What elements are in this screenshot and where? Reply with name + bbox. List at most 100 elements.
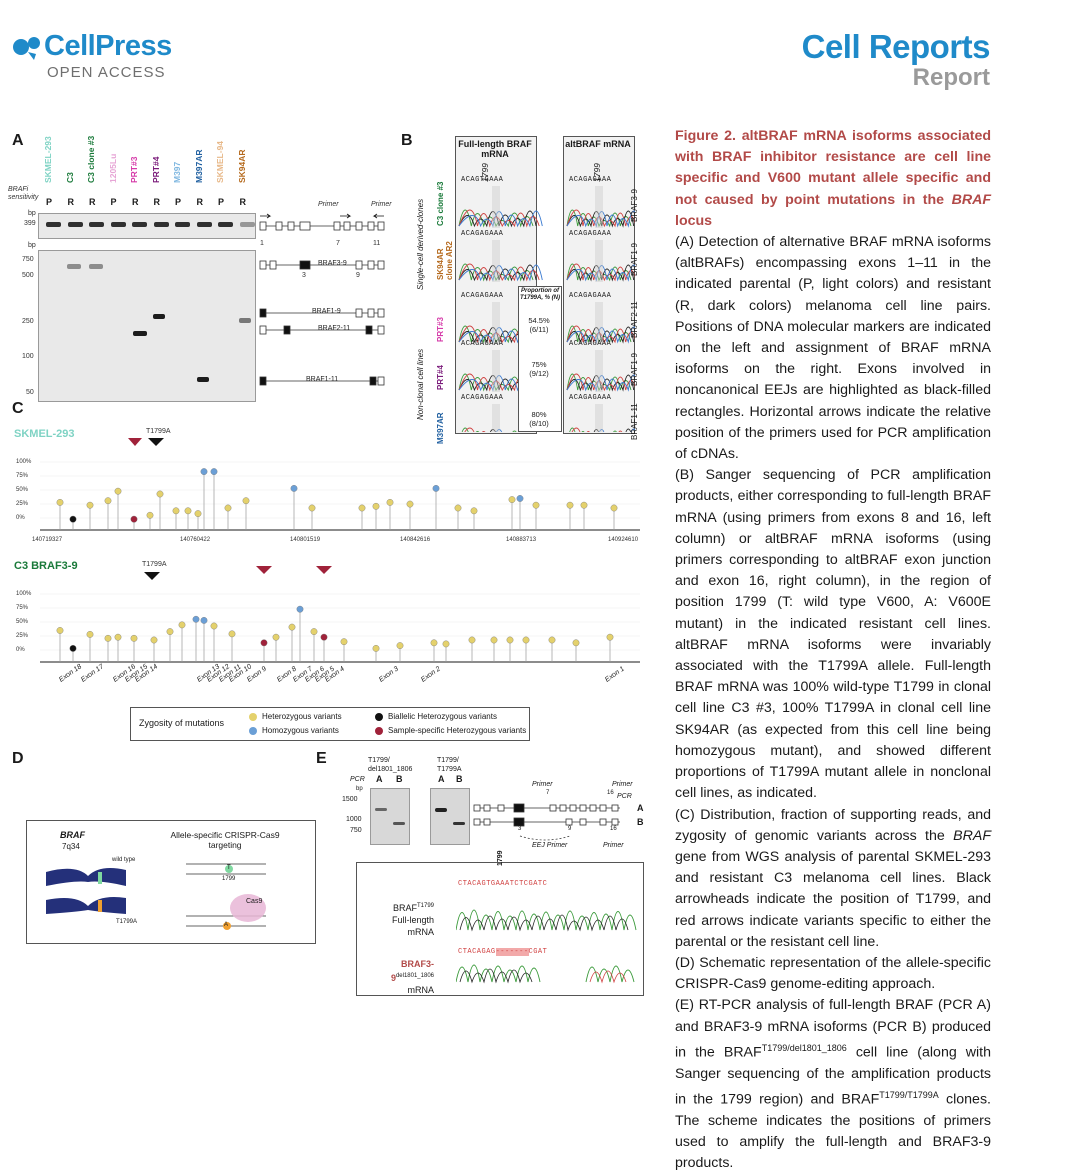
c-variant-dot <box>468 636 476 644</box>
lane-pr-label: R <box>132 197 139 207</box>
lane-header: C3 clone #3 <box>86 135 96 183</box>
c-variant-dot <box>490 636 498 644</box>
gel2-title: T1799/ T1799A <box>437 757 462 773</box>
caption-panel-a: (A) Detection of alternative BRAF mRNA i… <box>675 234 991 463</box>
b-trace <box>566 210 635 228</box>
c-t1799-arrow-1 <box>148 438 164 446</box>
isoform-braf1-9: BRAF1-9 <box>312 308 341 315</box>
gel-marker-label: 50 <box>26 389 34 396</box>
e-seq-full: CTACAGTGAAATCTCGATC <box>458 880 548 888</box>
c-variant-dot <box>508 496 516 504</box>
c-variant-dot <box>396 642 404 650</box>
figure-caption: Figure 2. altBRAF mRNA isoforms associat… <box>675 126 991 1174</box>
panel-e-letter: E <box>316 750 327 767</box>
c-variant-dot <box>150 636 158 644</box>
lane-pr-label: R <box>196 197 204 207</box>
c-coord-label: 140842616 <box>400 537 431 543</box>
mut-label: T1799A <box>116 919 138 925</box>
lane-pr-label: R <box>153 197 161 207</box>
e-primer-3: Primer <box>603 842 624 849</box>
panel-b-letter: B <box>401 132 413 149</box>
b-trace <box>566 325 635 344</box>
c-coord-label: 140924610 <box>608 537 639 543</box>
c-variant-dot <box>606 633 614 641</box>
lane-header: C3 <box>64 172 75 183</box>
legend-title: Zygosity of mutations <box>139 718 225 728</box>
b-trace <box>566 325 632 344</box>
e-exon-16-bot: 16 <box>610 826 617 832</box>
c-variant-dot <box>296 605 304 613</box>
b-1799-highlight <box>492 350 500 392</box>
e-pos-1799: 1799 <box>497 850 504 866</box>
c-variant-dot <box>372 644 380 652</box>
exon-11-label: 11 <box>373 240 381 247</box>
brand-name: CellPress <box>44 30 172 62</box>
altbraf-column <box>563 136 635 434</box>
b-proportion: 75%(9/12) <box>529 360 549 378</box>
caption-panel-e: (E) RT-PCR analysis of full-length BRAF … <box>675 997 991 1172</box>
c-variant-dot <box>430 639 438 647</box>
b-trace <box>566 373 635 392</box>
isoform-braf1-11: BRAF1-11 <box>306 376 339 383</box>
c-variant-dot <box>290 485 298 492</box>
c-variant-dot <box>288 623 296 631</box>
c-variant-dot <box>178 621 186 629</box>
lane-header: M397 <box>172 161 182 183</box>
top-gel-band <box>239 222 255 227</box>
b-trace <box>566 326 635 344</box>
gel-marker-label: 500 <box>22 272 34 279</box>
track2-name: C3 BRAF3-9 <box>14 560 78 572</box>
variant-lollipop-plot <box>40 438 640 663</box>
b-row-label: C3 clone #3 <box>436 181 445 226</box>
e-row-a: A <box>637 803 644 813</box>
b-1799-highlight <box>595 186 603 228</box>
exon-3-label: 3 <box>302 272 306 279</box>
exon-1-label: 1 <box>260 240 264 247</box>
c-variant-dot <box>432 485 440 492</box>
c-variant-dot <box>69 644 77 652</box>
e-chromatograms <box>456 909 637 984</box>
b-1799-highlight <box>595 350 603 392</box>
top-gel-band <box>153 222 169 227</box>
b-trace <box>566 326 635 344</box>
gel-e1 <box>370 788 410 845</box>
gel1-lane-a: A <box>376 774 383 784</box>
e-primer-2: Primer <box>612 781 633 788</box>
c-variant-dot <box>548 636 556 644</box>
b-row-label: PRT#4 <box>436 365 445 390</box>
proportion-title: Proportion of T1799A, % (N) <box>520 288 561 301</box>
c-ytick-label: 100% <box>16 459 32 465</box>
b-sequence: ACAGAGAAA <box>569 340 612 348</box>
c-variant-dot <box>86 501 94 509</box>
b-trace <box>566 374 635 392</box>
c-variant-dot <box>386 499 394 506</box>
lane-pr-label: P <box>218 197 225 207</box>
c-variant-dot <box>146 511 154 519</box>
c-coord-label: 140883713 <box>506 537 537 543</box>
legend-heterozygous: Heterozygous variants <box>249 712 342 721</box>
c-variant-dot <box>200 616 208 624</box>
b-trace <box>566 263 632 282</box>
lane-pr-label: P <box>175 197 182 207</box>
b-trace <box>458 263 534 282</box>
c-specific-arrow-1 <box>128 438 142 446</box>
lane-pr-label: R <box>239 197 247 207</box>
c-ytick-label: 0% <box>16 647 25 653</box>
c-coord-label: 140760422 <box>180 537 211 543</box>
c-variant-dot <box>310 628 318 636</box>
gel-e2 <box>430 788 470 845</box>
b-trace <box>458 264 543 282</box>
c-variant-dot <box>580 501 588 509</box>
e-row-b: B <box>637 817 644 827</box>
isoform-schematics <box>259 213 385 386</box>
lane-pr-label: R <box>67 197 75 207</box>
b-trace <box>458 210 537 228</box>
bp-label-top: bp <box>28 210 36 217</box>
c-variant-dot <box>130 634 138 642</box>
c-variant-dot <box>308 504 316 512</box>
c-t1799-label-1: T1799A <box>146 428 171 435</box>
caption-panel-d: (D) Schematic representation of the alle… <box>675 954 991 993</box>
marker-1000: 1000 <box>346 816 362 823</box>
gel1-title: T1799/ del1801_1806 <box>368 757 413 773</box>
e-exon-7: 7 <box>546 790 550 796</box>
